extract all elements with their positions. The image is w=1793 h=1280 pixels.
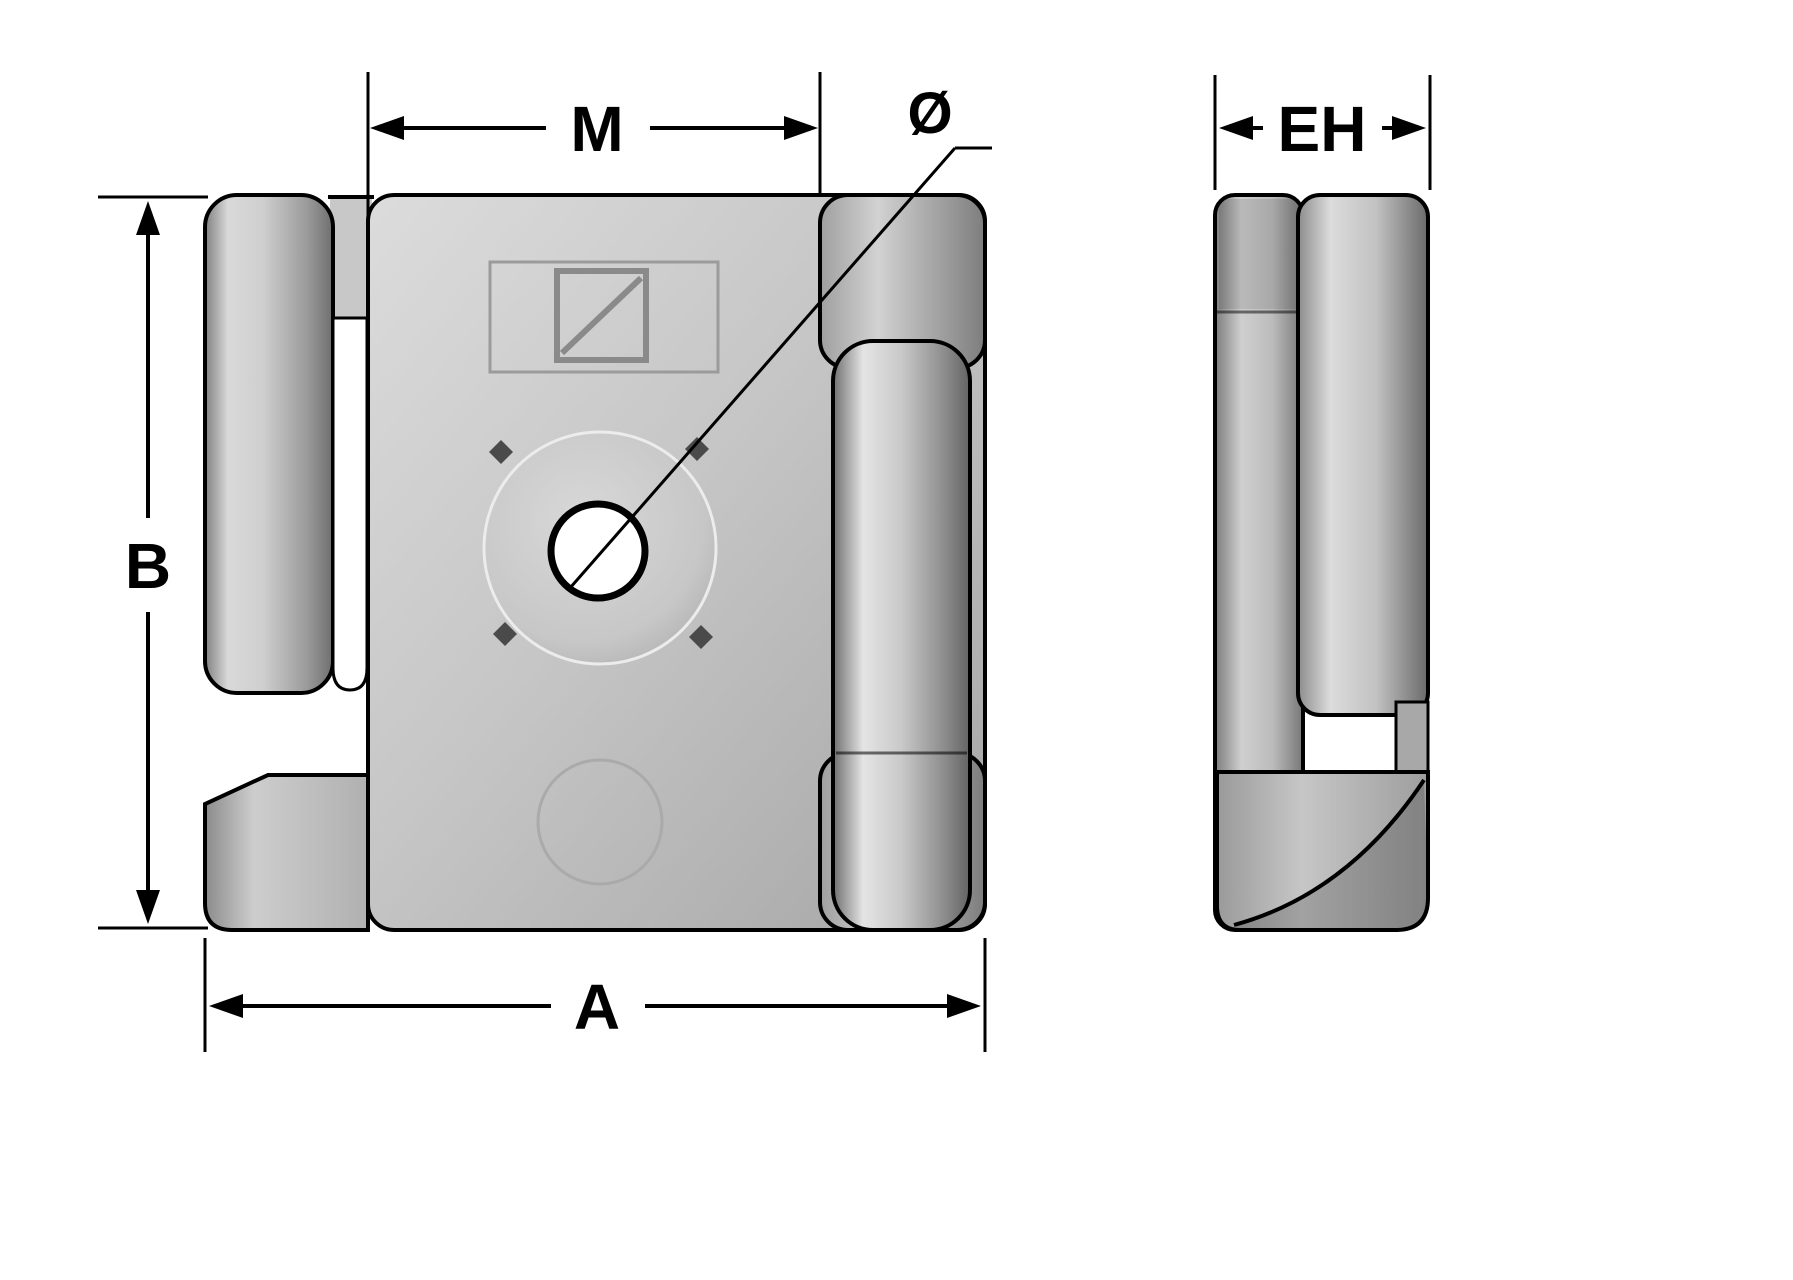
dimension-eh-arrow-left (1219, 116, 1253, 140)
dimension-b: B (98, 195, 208, 930)
dimension-diameter-label: Ø (907, 81, 952, 146)
dimension-m-arrow-left (370, 116, 404, 140)
dimension-diameter: Ø (568, 81, 992, 589)
dimension-m-label: M (570, 93, 623, 165)
front-diamond-mark (685, 437, 709, 461)
front-label-rect (488, 260, 720, 374)
front-diamond-mark (689, 625, 713, 649)
dimension-a-label: A (574, 971, 620, 1043)
front-left-arm (203, 193, 335, 695)
front-bottom-circle (536, 758, 664, 886)
front-slot (331, 316, 369, 692)
dimension-a-arrow-right (947, 994, 981, 1018)
front-bridge (330, 197, 372, 321)
dimension-b-arrow-top (136, 201, 160, 235)
dimension-b-arrow-bottom (136, 890, 160, 924)
side-foot-curve (1233, 778, 1426, 927)
side-strip-top-shade (1219, 199, 1299, 309)
dimension-a-arrow-left (209, 994, 243, 1018)
dimension-a: A (203, 938, 987, 1052)
front-diamond-mark (493, 622, 517, 646)
front-foot (203, 773, 370, 932)
front-label-diagonal (559, 275, 644, 356)
front-view (203, 193, 987, 932)
dimension-diameter-leader (568, 147, 957, 589)
dimensions: M Ø B (98, 72, 1432, 1052)
front-right-cylinder (831, 339, 972, 932)
dimension-b-label: B (125, 530, 171, 602)
side-foot (1215, 770, 1430, 932)
side-view (1213, 193, 1430, 932)
front-diamond-mark (489, 440, 513, 464)
side-foot-shade (1234, 780, 1428, 930)
dimension-m: M (366, 72, 822, 358)
dimension-eh-arrow-right (1392, 116, 1426, 140)
front-label-square (554, 268, 649, 363)
dimension-eh-label: EH (1278, 93, 1367, 165)
dimension-eh: EH (1213, 75, 1432, 190)
dimension-m-arrow-right (784, 116, 818, 140)
side-front-column (1296, 193, 1430, 717)
